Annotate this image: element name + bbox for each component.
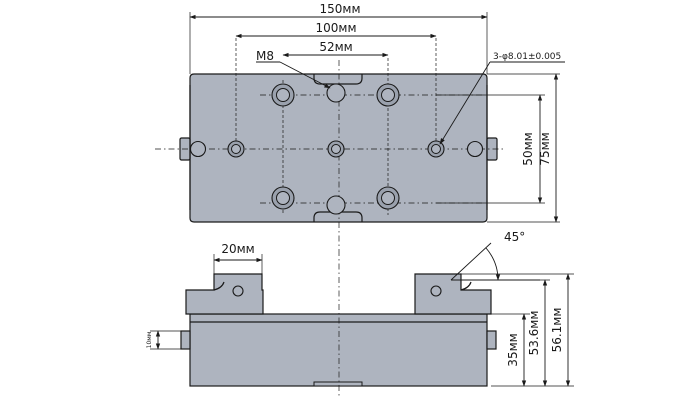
counterbore-hole [376, 83, 400, 107]
top-view: 150мм 100мм 52мм M8 3-φ8.01±0.005 50мм 7… [155, 2, 565, 250]
dim-hole-span: 100мм [315, 21, 356, 35]
pin-hole [227, 140, 245, 158]
dim-center-span: 52мм [319, 40, 352, 54]
counterbore-hole [271, 186, 295, 210]
dim-overall-length: 150мм [319, 2, 360, 16]
counterbore-hole [271, 83, 295, 107]
front-base [189, 313, 488, 387]
dim-row-spacing: 50мм [521, 132, 535, 165]
dim-jaw-width: 20мм [221, 242, 254, 256]
center-bottom-hole [326, 195, 346, 215]
pin-hole-callout: 3-φ8.01±0.005 [493, 52, 561, 62]
side-plain-hole [466, 140, 484, 158]
right-side-pin [486, 330, 497, 350]
chamfer-angle: 45° [504, 230, 525, 244]
dim-base-height: 35мм [506, 333, 520, 366]
pin-hole [427, 140, 445, 158]
right-jaw-hole [430, 285, 442, 297]
counterbore-hole [376, 186, 400, 210]
dim-overall-width: 75мм [538, 132, 552, 165]
front-view: 20мм 45° 10мм 35мм 53.6мм 56.1мм [146, 230, 574, 396]
dim-jaw-height: 53.6мм [527, 311, 541, 356]
left-jaw [185, 273, 264, 315]
side-plain-hole [189, 140, 207, 158]
dim-total-height: 56.1мм [550, 308, 564, 353]
pin-hole [327, 140, 345, 158]
thread-label: M8 [256, 49, 274, 63]
center-top-hole [326, 83, 346, 103]
dim-base-ref: 10мм [146, 332, 153, 349]
front-bottom-slot [313, 381, 363, 387]
left-jaw-hole [232, 285, 244, 297]
left-side-pin [180, 330, 191, 350]
